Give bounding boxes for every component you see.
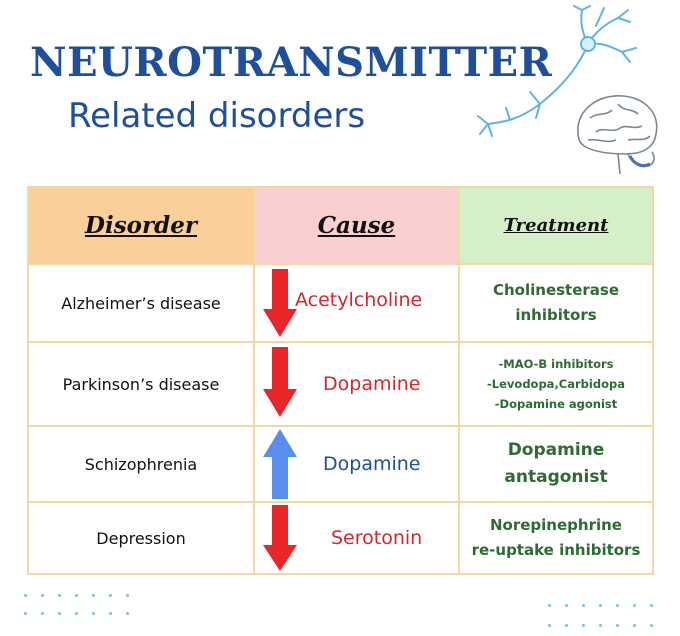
- arrow-down-icon: [263, 505, 297, 571]
- disorder-name: Alzheimer’s disease: [61, 293, 221, 313]
- treatment-cell: Cholinesterase inhibitors: [458, 265, 652, 341]
- treatment-line: -MAO-B inhibitors: [498, 357, 614, 371]
- table-row: Schizophrenia Dopamine Dopamine antagoni…: [29, 425, 652, 501]
- cause-label: Serotonin: [331, 527, 423, 549]
- arrow-up-icon: [263, 429, 297, 499]
- disorder-cell: Schizophrenia: [29, 427, 253, 501]
- cause-cell: Dopamine: [253, 343, 458, 425]
- cause-label: Dopamine: [323, 373, 421, 395]
- arrow-down-icon: [263, 269, 297, 337]
- page-subtitle: Related disorders: [68, 96, 366, 136]
- table-row: Parkinson’s disease Dopamine -MAO-B inhi…: [29, 341, 652, 425]
- table-row: Depression Serotonin Norepinephrine re-u…: [29, 501, 652, 573]
- header-treatment-cell: Treatment: [458, 188, 652, 263]
- treatment-cell: Norepinephrine re-uptake inhibitors: [458, 503, 652, 573]
- cause-label: Acetylcholine: [295, 289, 423, 311]
- treatment-cell: -MAO-B inhibitors -Levodopa,Carbidopa -D…: [458, 343, 652, 425]
- treatment-line: Cholinesterase: [492, 281, 620, 299]
- table-row: Alzheimer’s disease Acetylcholine Cholin…: [29, 263, 652, 341]
- disorder-cell: Depression: [29, 503, 253, 573]
- disorder-name: Parkinson’s disease: [62, 374, 220, 394]
- treatment-line: Norepinephrine: [490, 516, 622, 534]
- treatment-line: -Dopamine agonist: [494, 397, 618, 411]
- dot-pattern-right: [548, 604, 658, 630]
- disorder-name: Schizophrenia: [84, 454, 198, 474]
- arrow-down-icon: [263, 347, 297, 417]
- header-disorder-cell: Disorder: [29, 188, 253, 263]
- disorder-name: Depression: [96, 528, 186, 548]
- treatment-line: antagonist: [504, 467, 608, 487]
- treatment-line: re-uptake inhibitors: [471, 541, 641, 559]
- cause-cell: Serotonin: [253, 503, 458, 573]
- dot-pattern-left: [24, 594, 134, 618]
- header-treatment: Treatment: [503, 215, 609, 236]
- treatment-line: -Levodopa,Carbidopa: [487, 377, 625, 391]
- brain-illustration: [577, 95, 658, 175]
- header-disorder: Disorder: [85, 212, 197, 239]
- disorder-cell: Alzheimer’s disease: [29, 265, 253, 341]
- cause-cell: Dopamine: [253, 427, 458, 501]
- cause-label: Dopamine: [323, 453, 421, 475]
- neuron-illustration: [477, 5, 637, 137]
- page-title: NEUROTRANSMITTER: [30, 39, 553, 86]
- header-cause-cell: Cause: [253, 188, 458, 263]
- table-header-row: Disorder Cause Treatment: [29, 188, 652, 263]
- treatment-line: inhibitors: [515, 306, 597, 324]
- cause-cell: Acetylcholine: [253, 265, 458, 341]
- treatment-line: Dopamine: [507, 440, 605, 460]
- disorder-table: Disorder Cause Treatment Alzheimer’s dis…: [27, 186, 654, 575]
- treatment-cell: Dopamine antagonist: [458, 427, 652, 501]
- disorder-cell: Parkinson’s disease: [29, 343, 253, 425]
- header-cause: Cause: [317, 212, 396, 239]
